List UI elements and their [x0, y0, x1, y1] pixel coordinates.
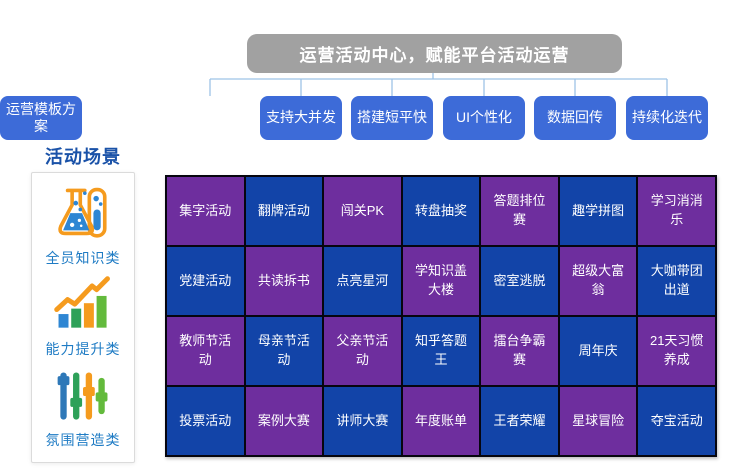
grid-cell: 趣学拼图 — [559, 177, 637, 245]
growth-chart-icon — [54, 276, 110, 328]
sliders-icon — [57, 372, 108, 420]
activity-grid: 集字活动 翻牌活动 闯关PK 转盘抽奖 答题排位赛 趣学拼图 学习消消乐 党建活… — [165, 175, 717, 457]
grid-cell: 案例大赛 — [245, 387, 323, 455]
grid-cell: 转盘抽奖 — [402, 177, 480, 245]
feature-label: 持续化迭代 — [632, 109, 702, 126]
grid-cell: 答题排位赛 — [481, 177, 558, 245]
category-label: 全员知识类 — [45, 250, 121, 266]
grid-cell: 集字活动 — [167, 177, 244, 245]
feature-label: 搭建短平快 — [357, 109, 427, 126]
feature-box: UI个性化 — [443, 96, 525, 140]
category-label: 能力提升类 — [45, 341, 121, 357]
grid-cell: 投票活动 — [167, 387, 244, 455]
grid-cell: 知乎答题王 — [402, 317, 480, 385]
grid-cell: 教师节活动 — [167, 317, 244, 385]
grid-cell: 父亲节活动 — [324, 317, 401, 385]
grid-cell: 年度账单 — [402, 387, 480, 455]
grid-cell: 学习消消乐 — [638, 177, 715, 245]
grid-cell: 超级大富翁 — [559, 247, 637, 315]
feature-label: 支持大并发 — [266, 109, 336, 126]
grid-cell: 闯关PK — [324, 177, 401, 245]
scenario-panel: 全员知识类 能力提升类 氛围营造类 — [31, 172, 135, 463]
category-label: 氛围营造类 — [45, 432, 121, 448]
feature-label: 运营模板方案 — [6, 100, 76, 135]
feature-box: 搭建短平快 — [351, 96, 433, 140]
grid-cell: 夺宝活动 — [638, 387, 715, 455]
grid-cell: 母亲节活动 — [245, 317, 323, 385]
feature-box: 数据回传 — [534, 96, 616, 140]
grid-cell: 讲师大赛 — [324, 387, 401, 455]
grid-cell: 点亮星河 — [324, 247, 401, 315]
grid-cell: 学知识盖大楼 — [402, 247, 480, 315]
grid-cell: 擂台争霸赛 — [481, 317, 558, 385]
grid-cell: 大咖带团出道 — [638, 247, 715, 315]
grid-cell: 党建活动 — [167, 247, 244, 315]
feature-box: 运营模板方案 — [0, 96, 82, 140]
category-item: 氛围营造类 — [46, 367, 121, 450]
grid-cell: 翻牌活动 — [245, 177, 323, 245]
grid-cell: 星球冒险 — [559, 387, 637, 455]
feature-box: 持续化迭代 — [626, 96, 708, 140]
feature-label: UI个性化 — [456, 109, 512, 126]
sidebar-title: 活动场景 — [45, 147, 121, 167]
category-item: 能力提升类 — [46, 276, 121, 359]
flask-icon — [58, 187, 107, 238]
feature-box: 支持大并发 — [260, 96, 342, 140]
feature-label: 数据回传 — [547, 109, 603, 126]
grid-cell: 共读拆书 — [245, 247, 323, 315]
grid-cell: 21天习惯养成 — [638, 317, 715, 385]
grid-cell: 密室逃脱 — [481, 247, 558, 315]
header-title: 运营活动中心，赋能平台活动运营 — [299, 46, 570, 65]
header-title-box: 运营活动中心，赋能平台活动运营 — [247, 34, 622, 73]
grid-cell: 王者荣耀 — [481, 387, 558, 455]
grid-cell: 周年庆 — [559, 317, 637, 385]
category-item: 全员知识类 — [46, 185, 121, 268]
